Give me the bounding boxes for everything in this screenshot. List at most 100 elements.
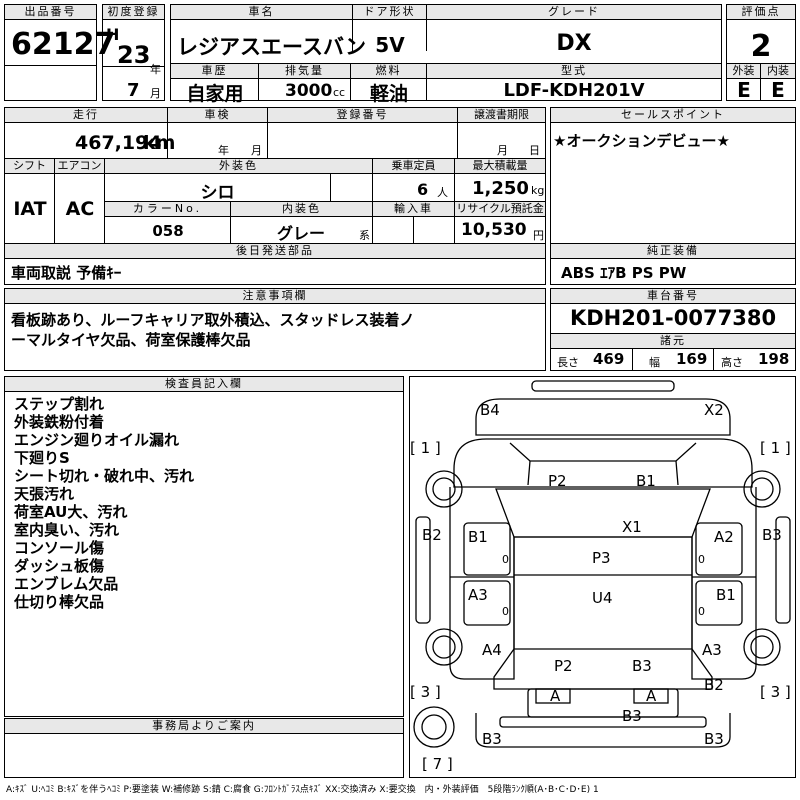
interior-grade: E bbox=[771, 78, 785, 102]
car-name-label: 車名 bbox=[171, 5, 353, 20]
height-label: 高さ bbox=[721, 356, 743, 369]
score-label: 評価点 bbox=[727, 5, 795, 20]
inspector-note: ダッシュ板傷 bbox=[14, 557, 105, 575]
inspection-year-unit: 年 bbox=[218, 144, 229, 157]
wheel-bracket: [ 1 ] bbox=[410, 439, 441, 457]
inspector-note: 室内臭い、汚れ bbox=[14, 521, 120, 539]
score-box: 評価点 2 外装 内装 E E bbox=[726, 4, 796, 102]
first-registration-box: 初度登録 H 23 年 7 月 bbox=[102, 4, 165, 101]
zero-mark: 0 bbox=[698, 553, 705, 566]
inspector-box: 検査員記入欄 ステップ割れ 外装鉄粉付着 エンジン廻りオイル漏れ 下廻りS シー… bbox=[4, 376, 404, 717]
vehicle-details-box: 走行 車検 登録番号 譲渡書期限 467,194 km 年 月 月 日 シフト … bbox=[4, 107, 546, 285]
legend: A:ｷｽﾞ U:ﾍｺﾐ B:ｷｽﾞを伴うﾍｺﾐ P:要塗装 W:補修跡 S:錆 … bbox=[6, 785, 599, 795]
damage-mark: P3 bbox=[592, 549, 611, 567]
damage-mark: A4 bbox=[482, 641, 502, 659]
model: LDF-KDH201V bbox=[503, 80, 645, 101]
later-parts: 車両取説 予備ｷｰ bbox=[11, 264, 122, 282]
month-unit: 月 bbox=[150, 87, 161, 100]
chassis-number: KDH201-0077380 bbox=[569, 306, 777, 330]
first-registration-label: 初度登録 bbox=[103, 5, 164, 20]
damage-mark: P2 bbox=[548, 472, 567, 490]
inspector-note: シート切れ・破れ中、汚れ bbox=[14, 467, 195, 485]
transfer-day-unit: 日 bbox=[529, 144, 540, 157]
office-box: 事務局よりご案内 bbox=[4, 718, 404, 778]
inspection-month-unit: 月 bbox=[251, 144, 262, 157]
vehicle-history: 自家用 bbox=[186, 83, 244, 105]
damage-diagram: [ 1 ] [ 1 ] [ 3 ] [ 3 ] [ 7 ] B4 X2 P2 B… bbox=[409, 376, 796, 778]
color-number: 058 bbox=[152, 222, 184, 240]
inspector-note: 荷室AU大、汚れ bbox=[14, 503, 128, 521]
inspector-note: 天張汚れ bbox=[14, 485, 75, 503]
damage-mark: U4 bbox=[592, 589, 613, 607]
sales-point-label: セールスポイント bbox=[551, 108, 795, 123]
spare-bracket: [ 7 ] bbox=[422, 755, 453, 773]
transfer-month-unit: 月 bbox=[497, 144, 508, 157]
car-name-box: 車名 ドア形状 グレード レジアスエースバン 5V DX 車歴 排気量 燃料 型… bbox=[170, 4, 722, 105]
damage-mark: A bbox=[646, 687, 657, 705]
inspector-note: エンジン廻りオイル漏れ bbox=[14, 431, 180, 449]
damage-mark: P2 bbox=[554, 657, 573, 675]
lot-number: 62127 bbox=[11, 27, 116, 62]
width: 169 bbox=[676, 350, 708, 368]
car-outline bbox=[413, 380, 791, 748]
max-load: 1,250 bbox=[472, 178, 529, 199]
capacity-unit: 人 bbox=[437, 186, 448, 199]
damage-mark: B3 bbox=[704, 730, 724, 748]
registration-number-label: 登録番号 bbox=[268, 108, 458, 123]
interior-color-unit: 系 bbox=[359, 229, 370, 242]
inspector-label: 検査員記入欄 bbox=[5, 377, 403, 392]
model-label: 型式 bbox=[427, 64, 721, 79]
later-parts-label: 後日発送部品 bbox=[5, 244, 545, 259]
displacement: 3000 bbox=[285, 81, 333, 101]
damage-mark: B3 bbox=[632, 657, 652, 675]
import-label: 輸入車 bbox=[373, 202, 455, 217]
inspector-note: 下廻りS bbox=[14, 449, 70, 467]
recycle-label: リサイクル預託金 bbox=[455, 202, 545, 217]
max-load-label: 最大積載量 bbox=[455, 159, 545, 174]
zero-mark: 0 bbox=[698, 605, 705, 618]
zero-mark: 0 bbox=[502, 553, 509, 566]
length-label: 長さ bbox=[557, 356, 579, 369]
interior-color-label: 内装色 bbox=[231, 202, 373, 217]
inspection-label: 車検 bbox=[168, 108, 268, 123]
era-letter: H bbox=[106, 25, 120, 44]
year-unit: 年 bbox=[150, 63, 161, 76]
exterior-grade: E bbox=[737, 78, 751, 102]
length: 469 bbox=[593, 350, 625, 368]
dimensions-label: 諸元 bbox=[551, 334, 795, 349]
height: 198 bbox=[758, 350, 790, 368]
damage-mark: A3 bbox=[468, 586, 488, 604]
zero-mark: 0 bbox=[502, 605, 509, 618]
capacity: 6 bbox=[417, 180, 429, 199]
caution-box: 注意事項欄 看板跡あり、ルーフキャリア取外積込、スタッドレス装着ノ ーマルタイヤ… bbox=[4, 288, 546, 371]
wheel-bracket: [ 3 ] bbox=[410, 683, 441, 701]
chassis-box: 車台番号 KDH201-0077380 諸元 長さ 469 幅 169 高さ 1… bbox=[550, 288, 796, 371]
inspector-note: ステップ割れ bbox=[14, 395, 105, 413]
recycle-deposit: 10,530 bbox=[461, 220, 527, 240]
door-label: ドア形状 bbox=[353, 5, 427, 20]
transfer-deadline-label: 譲渡書期限 bbox=[458, 108, 545, 123]
sales-point: ★オークションデビュー★ bbox=[553, 132, 730, 150]
lot-number-box: 出品番号 62127 bbox=[4, 4, 115, 101]
inspector-note: コンソール傷 bbox=[14, 539, 105, 557]
grade: DX bbox=[556, 31, 592, 56]
registration-month: 7 bbox=[127, 80, 140, 101]
score: 2 bbox=[750, 29, 772, 64]
max-load-unit: kg bbox=[531, 184, 545, 197]
caution-line: ーマルタイヤ欠品、荷室保護棒欠品 bbox=[11, 331, 251, 349]
wheel-bracket: [ 3 ] bbox=[760, 683, 791, 701]
damage-mark: X2 bbox=[704, 401, 724, 419]
exterior-color-label: 外装色 bbox=[105, 159, 373, 174]
car-name: レジアスエースバン bbox=[177, 35, 366, 59]
fuel-label: 燃料 bbox=[351, 64, 427, 79]
shift-label: シフト bbox=[5, 159, 55, 174]
damage-mark: B3 bbox=[622, 707, 642, 725]
damage-mark: X1 bbox=[622, 518, 642, 536]
mileage-label: 走行 bbox=[5, 108, 168, 123]
fuel: 軽油 bbox=[369, 83, 408, 105]
interior-color: グレー bbox=[277, 224, 326, 243]
displacement-label: 排気量 bbox=[259, 64, 351, 79]
exterior-label: 外装 bbox=[727, 64, 761, 79]
damage-mark: B1 bbox=[468, 528, 488, 546]
caution-label: 注意事項欄 bbox=[5, 289, 545, 304]
